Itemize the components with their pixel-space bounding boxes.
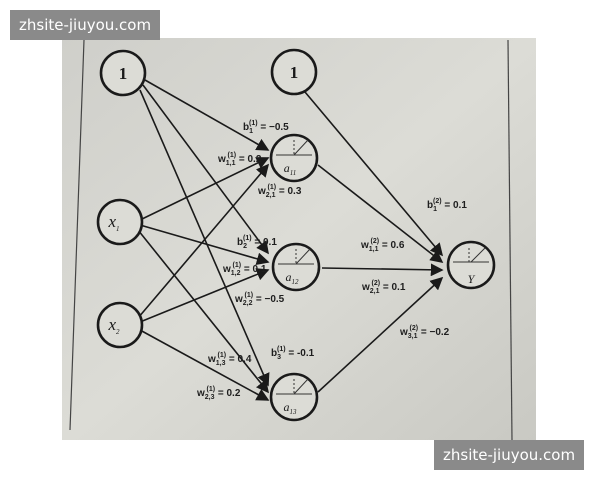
relu-icons bbox=[276, 139, 489, 395]
edge-x1-a13 bbox=[137, 229, 270, 394]
label-w11-2: w1,1(2) = 0.6 bbox=[360, 238, 405, 253]
edge-bias-a11 bbox=[144, 79, 270, 151]
node-input-bias bbox=[99, 49, 147, 97]
node-label-x2: x2 bbox=[107, 315, 120, 336]
edge-hbias-y bbox=[304, 91, 444, 257]
edge-x2-a11 bbox=[137, 163, 270, 319]
node-x1 bbox=[96, 198, 144, 246]
label-w31-2: w3,1(2) = −0.2 bbox=[399, 325, 450, 340]
edges bbox=[137, 79, 444, 401]
label-w21-2: w2,1(2) = 0.1 bbox=[361, 280, 406, 295]
node-a13 bbox=[269, 372, 319, 422]
node-label-hidden-bias: 1 bbox=[290, 63, 299, 82]
edge-x2-a13 bbox=[139, 329, 270, 401]
paper-photo bbox=[62, 38, 536, 440]
edge-bias-a13 bbox=[139, 89, 270, 387]
label-w12-1: w1,2(1) = 0.1 bbox=[222, 262, 267, 277]
node-label-y: Y bbox=[468, 272, 476, 286]
label-w22-1: w2,2(1) = −0.5 bbox=[234, 292, 285, 307]
watermark-bottom: zhsite-jiuyou.com bbox=[434, 440, 585, 470]
relu-icon bbox=[278, 248, 314, 265]
node-a11 bbox=[269, 133, 319, 183]
label-b3-1: b3(1) = -0.1 bbox=[271, 346, 315, 361]
node-label-a11: a11 bbox=[284, 161, 296, 177]
edge-x1-a12 bbox=[139, 224, 270, 266]
relu-icon bbox=[453, 247, 489, 263]
node-label-x1: x1 bbox=[107, 212, 119, 233]
label-b1-1: b1(1) = −0.5 bbox=[243, 120, 289, 135]
node-label-a13: a13 bbox=[284, 400, 298, 416]
label-w11-1: w1,1(1) = 0.2 bbox=[217, 152, 262, 167]
weight-labels: b1(1) = −0.5 w1,1(1) = 0.2 w2,1(1) = 0.3… bbox=[196, 120, 467, 401]
relu-icon bbox=[276, 378, 312, 395]
node-output-y bbox=[446, 240, 496, 290]
node-label-a12: a12 bbox=[286, 270, 300, 286]
edge-a12-y bbox=[321, 263, 444, 277]
watermark-top: zhsite-jiuyou.com bbox=[10, 10, 161, 40]
node-label-input-bias: 1 bbox=[119, 64, 128, 83]
label-w23-1: w2,3(1) = 0.2 bbox=[196, 386, 241, 401]
page-border-left bbox=[69, 39, 85, 431]
label-b1-2: b1(2) = 0.1 bbox=[427, 198, 467, 213]
node-a12 bbox=[271, 242, 321, 292]
edge-x1-a11 bbox=[139, 157, 270, 221]
label-b2-1: b2(1) = 0.1 bbox=[237, 235, 277, 250]
page-border-right bbox=[507, 39, 513, 441]
label-w21-1: w2,1(1) = 0.3 bbox=[257, 184, 302, 199]
label-w13-1: w1,3(1) = 0.4 bbox=[207, 352, 252, 367]
edge-bias-a12 bbox=[142, 84, 269, 255]
node-x2 bbox=[96, 301, 144, 349]
edge-a11-y bbox=[317, 164, 444, 263]
node-hidden-bias bbox=[270, 48, 318, 96]
edge-x2-a12 bbox=[139, 268, 270, 323]
edge-a13-y bbox=[317, 276, 444, 393]
relu-icon bbox=[276, 139, 312, 156]
